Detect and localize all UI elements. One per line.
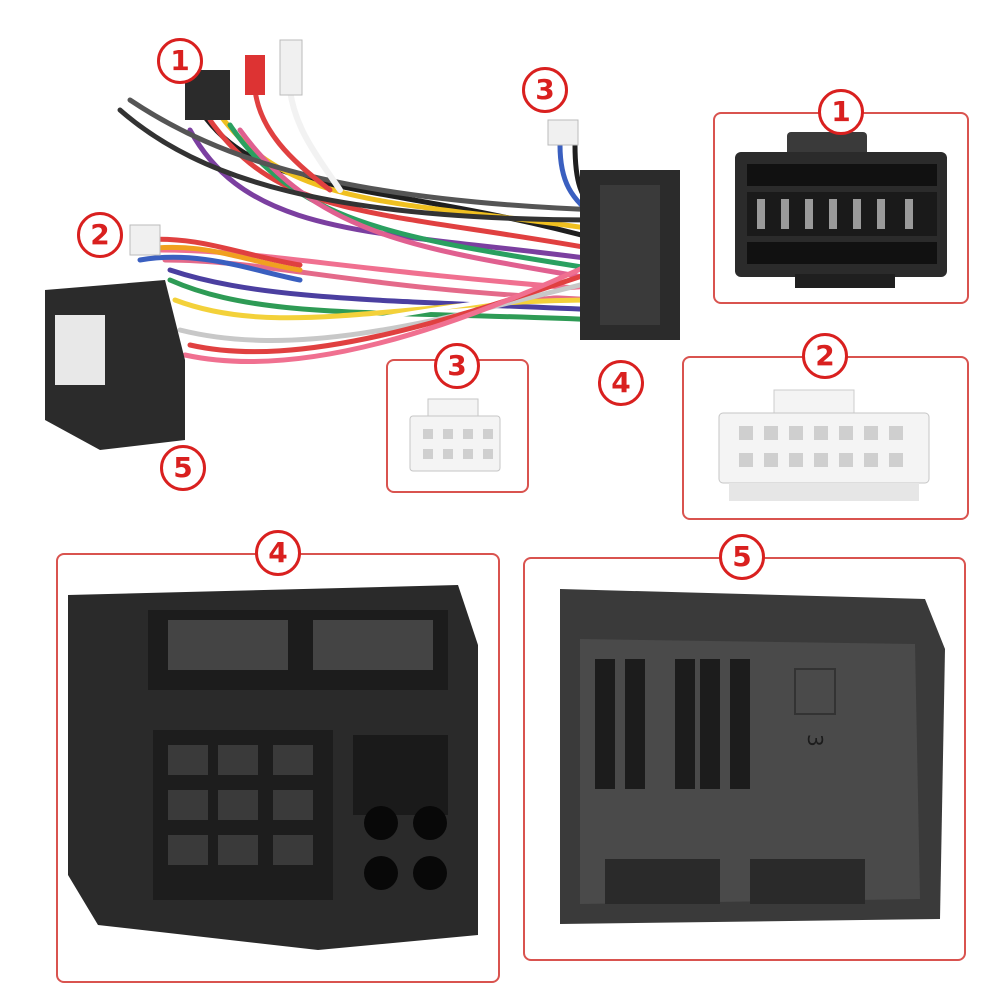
molded-mark: 3	[803, 734, 827, 747]
callout-badge-4: 4	[598, 360, 644, 406]
connector-4-image	[68, 585, 478, 950]
panel-badge-4: 4	[255, 530, 301, 576]
panel-badge-2: 2	[802, 333, 848, 379]
callout-badge-5: 5	[160, 445, 206, 491]
panel-badge-3: 3	[434, 343, 480, 389]
callout-badge-2: 2	[77, 212, 123, 258]
wire-harness-image	[45, 39, 680, 450]
detail-panel-3	[386, 359, 529, 493]
panel-badge-5: 5	[719, 534, 765, 580]
connector-5-image: 3	[560, 589, 945, 924]
callout-badge-1: 1	[157, 38, 203, 84]
detail-panel-1	[713, 112, 969, 304]
callout-badge-3: 3	[522, 67, 568, 113]
panel-badge-1: 1	[818, 89, 864, 135]
detail-panel-4	[56, 553, 500, 983]
detail-panel-2	[682, 356, 969, 520]
detail-panel-5: 3	[523, 557, 966, 961]
connector-1-image	[735, 132, 947, 288]
connector-2-image	[718, 389, 930, 501]
connector-3-image	[409, 398, 501, 472]
